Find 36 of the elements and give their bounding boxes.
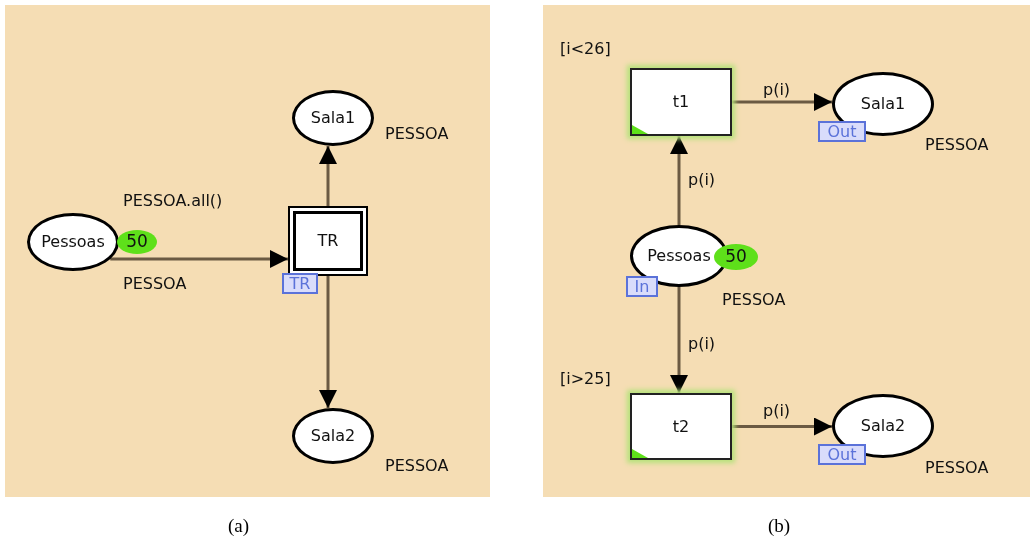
arc-arrow bbox=[732, 93, 832, 111]
panel-caption: (b) bbox=[768, 514, 791, 538]
port-tag: In bbox=[626, 276, 658, 297]
annotation-text: [i<26] bbox=[560, 38, 611, 60]
arc-arrow bbox=[319, 146, 337, 206]
port-tag: Out bbox=[818, 444, 866, 465]
substitution-transition: TR bbox=[288, 206, 368, 276]
place-ellipse: Pessoas bbox=[27, 213, 119, 271]
annotation-text: [i>25] bbox=[560, 368, 611, 390]
arc-arrow bbox=[319, 276, 337, 408]
annotation-text: PESSOA bbox=[385, 455, 449, 477]
annotation-text: PESSOA bbox=[385, 123, 449, 145]
arc-inscription: p(i) bbox=[763, 79, 791, 101]
arc-inscription: p(i) bbox=[688, 169, 716, 191]
arc-arrow bbox=[670, 136, 688, 225]
arc-arrow bbox=[110, 250, 288, 268]
annotation-text: PESSOA bbox=[925, 134, 989, 156]
annotation-text: PESSOA bbox=[722, 289, 786, 311]
arc-inscription: p(i) bbox=[688, 333, 716, 355]
canvas-panel bbox=[5, 5, 490, 497]
arc-inscription: p(i) bbox=[763, 400, 791, 422]
arc-inscription: PESSOA.all() bbox=[123, 190, 223, 212]
place-ellipse: Sala1 bbox=[292, 90, 374, 146]
place-ellipse: Sala2 bbox=[292, 408, 374, 464]
transition-box: t1 bbox=[630, 68, 732, 136]
arc-arrow bbox=[670, 287, 688, 393]
token-count: 50 bbox=[714, 244, 758, 270]
canvas-panel bbox=[543, 5, 1030, 497]
transition-box: t2 bbox=[630, 393, 732, 460]
annotation-text: PESSOA bbox=[123, 273, 187, 295]
arc-arrow bbox=[732, 417, 832, 436]
panel-caption: (a) bbox=[228, 514, 250, 538]
token-count: 50 bbox=[117, 230, 157, 254]
port-tag: TR bbox=[282, 273, 318, 294]
annotation-text: PESSOA bbox=[925, 457, 989, 479]
port-tag: Out bbox=[818, 121, 866, 142]
